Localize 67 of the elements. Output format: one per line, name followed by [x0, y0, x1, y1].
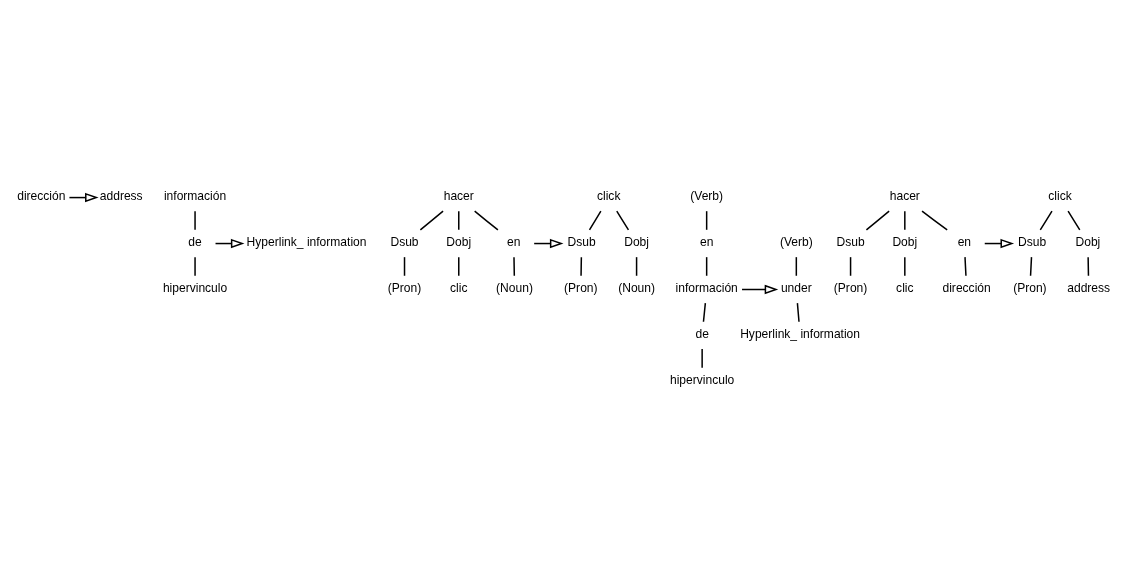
connector	[904, 210, 906, 231]
connector	[1039, 210, 1053, 231]
node-text: (Pron)	[1013, 281, 1047, 296]
connector	[702, 302, 707, 323]
node-text: Dsub	[567, 235, 596, 250]
connector	[513, 256, 516, 277]
node-text: hacer	[889, 189, 920, 204]
connector	[403, 256, 406, 277]
node-text: clic	[896, 281, 914, 296]
node-text: (Pron)	[564, 281, 598, 296]
node-text: información	[163, 189, 227, 204]
node-text: under	[780, 281, 812, 296]
connector	[701, 348, 703, 369]
node-text: en	[699, 235, 714, 250]
connector	[796, 302, 800, 323]
node-text: Hyperlink_ information	[246, 235, 367, 250]
connector	[795, 256, 798, 277]
node-text: Dsub	[1018, 235, 1047, 250]
connector	[1067, 210, 1081, 231]
node-text: Hyperlink_ information	[740, 327, 861, 342]
connector	[419, 210, 444, 231]
node-text: Dobj	[892, 235, 918, 250]
node-text: Dsub	[836, 235, 865, 250]
node-text: click	[596, 189, 621, 204]
connector	[865, 210, 890, 231]
connector	[1087, 256, 1090, 277]
node-text: de	[188, 235, 202, 250]
connector	[635, 256, 638, 277]
connector	[921, 210, 948, 231]
node-text: dirección	[17, 189, 66, 204]
connector	[194, 256, 196, 277]
arrow	[741, 284, 779, 295]
node-text: address	[1067, 281, 1111, 296]
node-text: Dobj	[446, 235, 472, 250]
connector	[458, 256, 460, 277]
node-text: (Noun)	[496, 281, 533, 296]
node-text: (Noun)	[618, 281, 655, 296]
node-text: hipervinculo	[162, 281, 228, 296]
node-text: Dobj	[624, 235, 649, 250]
node-text: (Pron)	[833, 281, 868, 296]
connector	[588, 210, 602, 231]
node-text: (Verb)	[690, 189, 724, 204]
node-text: address	[99, 189, 143, 204]
connector	[458, 210, 460, 231]
node-text: Dobj	[1075, 235, 1101, 250]
connector	[705, 210, 708, 231]
node-text: hacer	[443, 189, 474, 204]
node-text: de	[695, 327, 709, 342]
node-text: dirección	[942, 281, 991, 296]
connector	[705, 256, 708, 277]
connector	[194, 210, 196, 231]
node-text: información	[675, 281, 738, 296]
connector	[616, 210, 630, 231]
node-text: hipervinculo	[669, 373, 735, 388]
node-text: (Pron)	[387, 281, 422, 296]
node-text: clic	[450, 281, 468, 296]
connector	[904, 256, 906, 277]
node-text: en	[957, 235, 972, 250]
node-text: click	[1048, 189, 1072, 204]
node-text: (Verb)	[779, 235, 813, 250]
node-text: Dsub	[390, 235, 419, 250]
connector	[849, 256, 852, 277]
connector	[1029, 256, 1033, 277]
connector	[473, 210, 499, 231]
connector	[964, 256, 967, 277]
node-text: en	[507, 235, 521, 250]
connector	[580, 256, 583, 277]
